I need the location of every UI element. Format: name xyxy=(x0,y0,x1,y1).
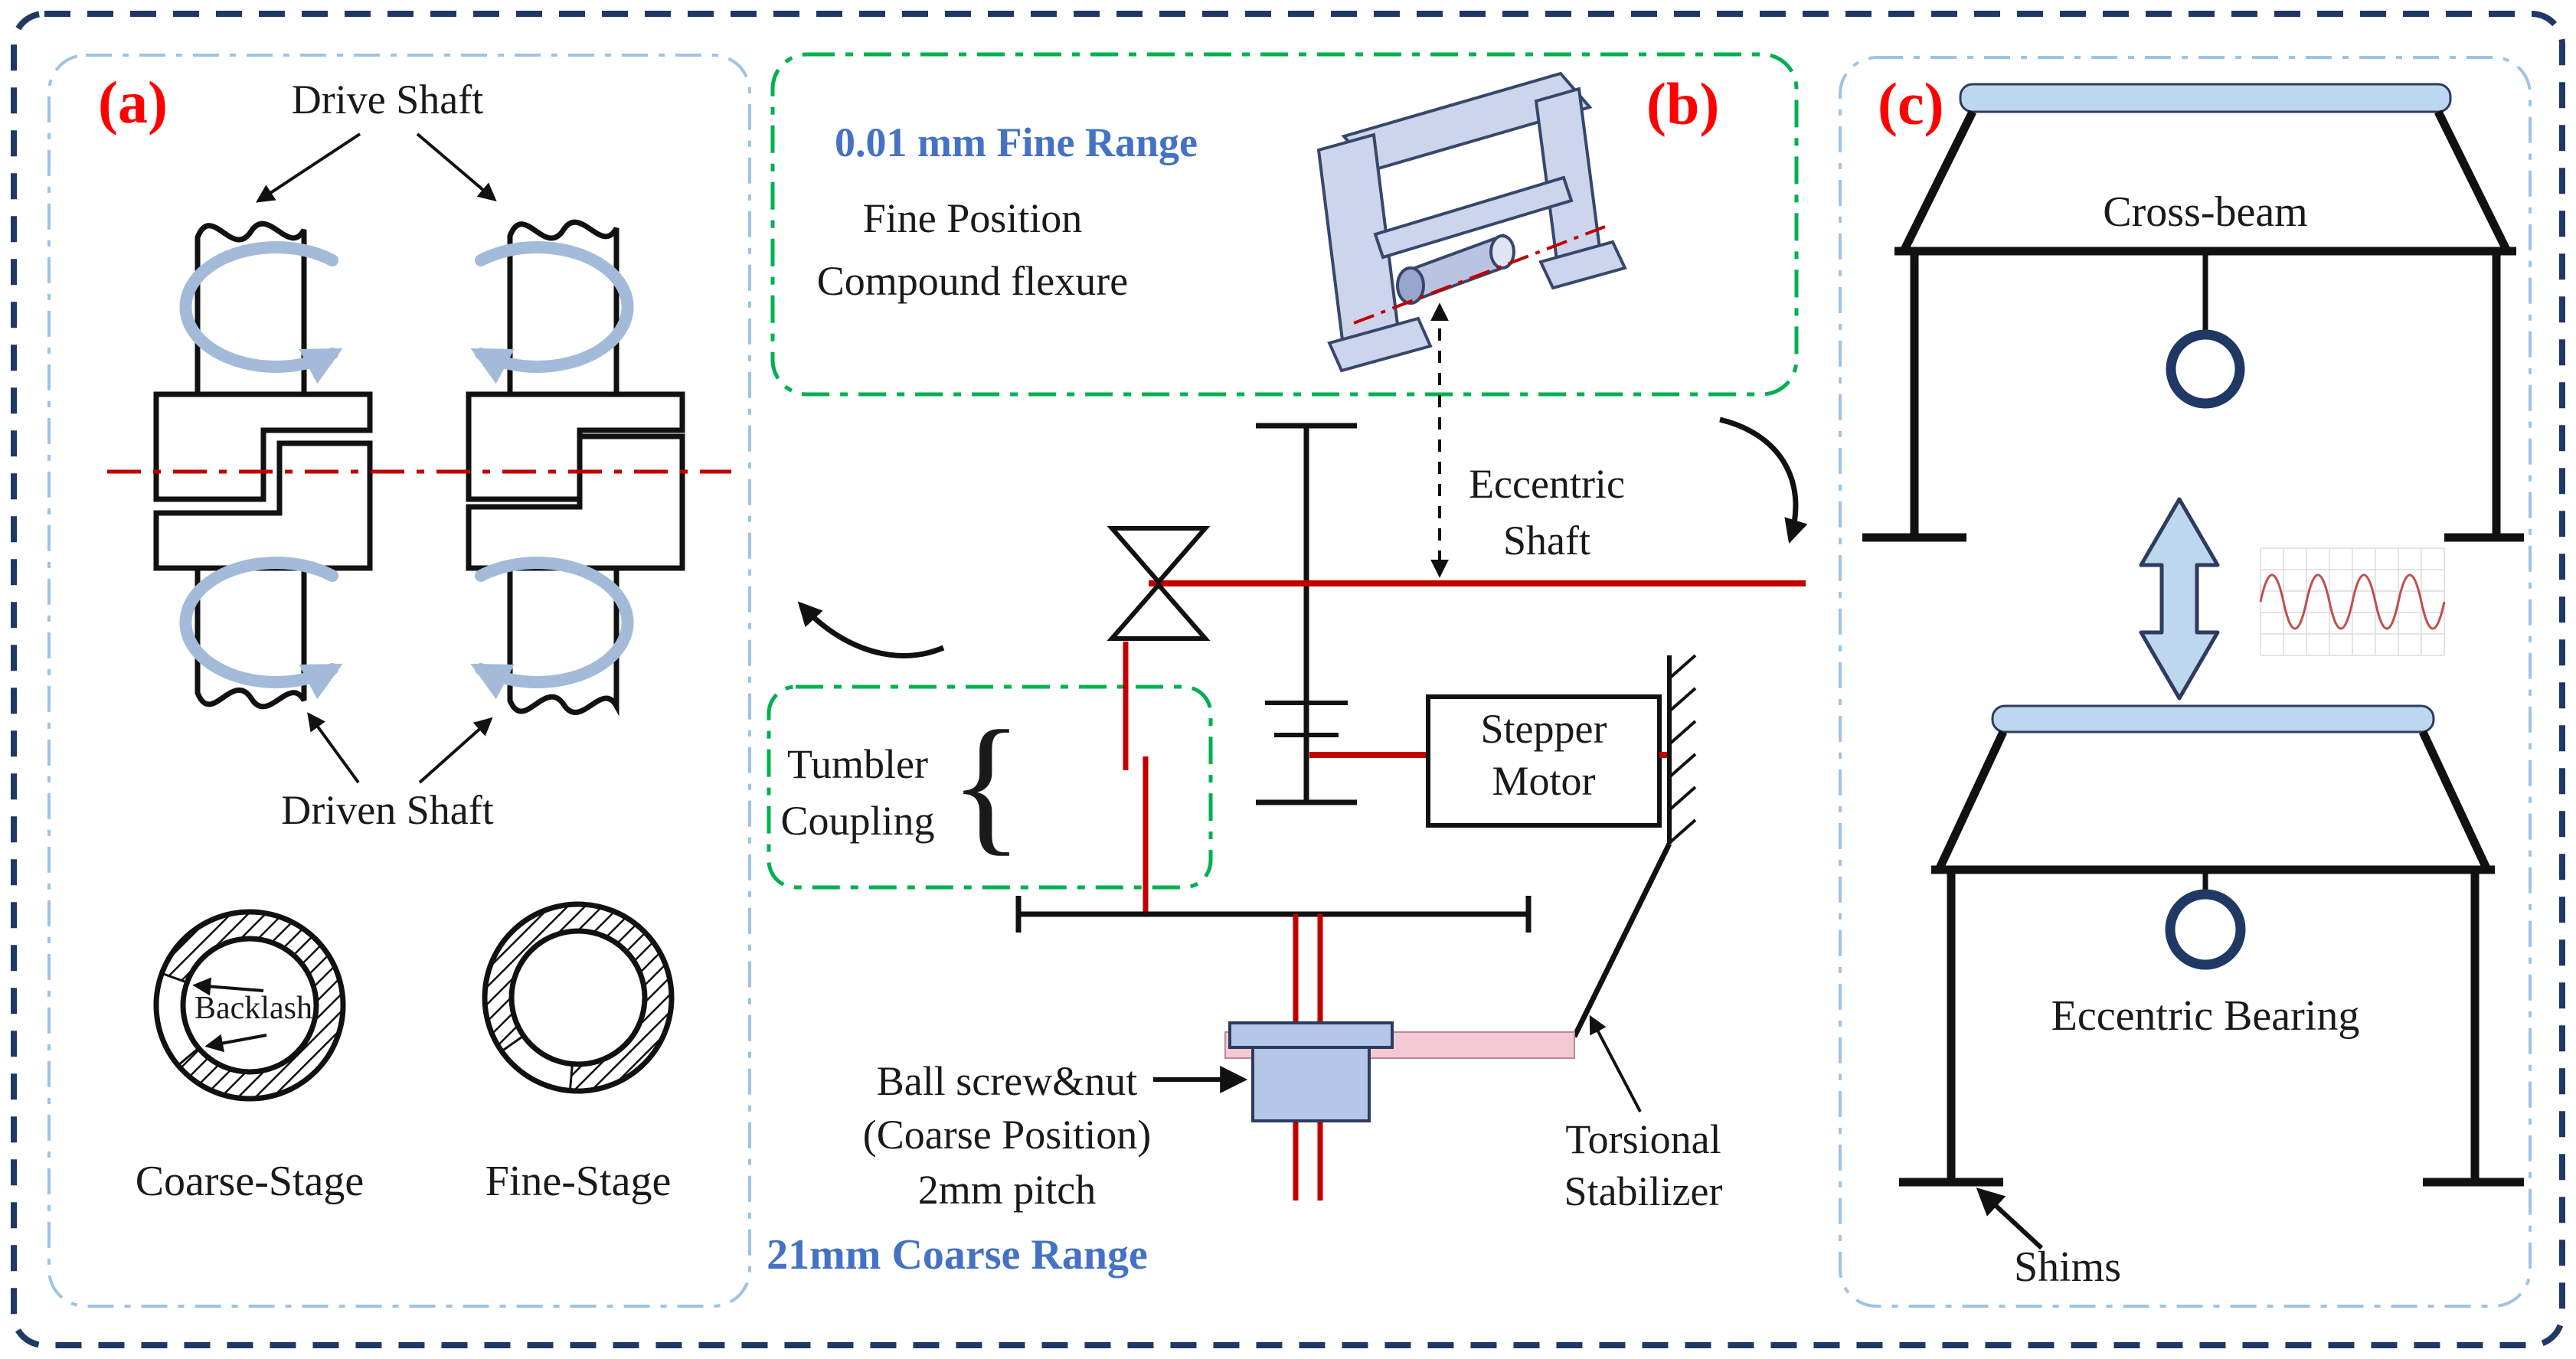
fine-coupling-drawing xyxy=(466,219,685,717)
panel-a-graphics xyxy=(47,54,751,1308)
eccentric-bearing-ring xyxy=(2165,889,2246,970)
tumbler-label-line2: Coupling xyxy=(780,798,935,844)
cylinder-end-left xyxy=(1396,266,1425,305)
coarse-coupling-drawing xyxy=(153,221,373,710)
fine-top-shaft xyxy=(507,219,619,394)
eccentric-shaft-label-line1: Eccentric xyxy=(1469,461,1625,507)
lower-crossbeam-structure xyxy=(1899,704,2524,1187)
upper-right-slant xyxy=(2434,109,2511,253)
rotation-arrow-icon xyxy=(470,557,634,700)
fine-stage-label: Fine-Stage xyxy=(485,1158,672,1205)
cylinder-end-right xyxy=(1489,234,1515,270)
driven-shaft-label: Driven Shaft xyxy=(281,787,494,833)
lower-top-bar xyxy=(1991,704,2435,733)
fine-range-label: 0.01 mm Fine Range xyxy=(835,119,1198,165)
torsional-stabilizer-bar xyxy=(1571,842,1672,1038)
rotation-arrow-icon xyxy=(470,241,634,384)
fixed-wall-hatching xyxy=(1667,654,1697,844)
panel-b-label: (b) xyxy=(1646,70,1720,137)
drive-shaft-arrow-left xyxy=(255,132,361,203)
ball-nut-flange xyxy=(1228,1021,1394,1049)
flexure-right-column xyxy=(1534,87,1603,269)
double-arrow-icon xyxy=(2139,497,2220,701)
drive-shaft-arrow-right xyxy=(416,132,497,202)
lower-left-slant xyxy=(1935,730,2007,872)
backlash-label: Backlash xyxy=(195,991,312,1026)
bevel-gear-upper xyxy=(1107,526,1211,586)
coarse-stage-ring xyxy=(153,909,346,1102)
ball-screw-label-line2: (Coarse Position) xyxy=(862,1112,1152,1158)
driven-shaft-arrow-right xyxy=(418,717,493,784)
cross-beam-label: Cross-beam xyxy=(2103,188,2308,236)
outer-dashed-border xyxy=(11,11,2565,1348)
fine-bottom-shaft xyxy=(507,568,619,717)
coarse-range-label: 21mm Coarse Range xyxy=(767,1231,1148,1279)
arrow-to-panel-a xyxy=(797,601,945,658)
backlash-arrow-lower xyxy=(204,1034,267,1053)
backlash-arrow-upper xyxy=(192,977,264,996)
flexure-crossbar xyxy=(1373,175,1574,260)
tumbler-brace: { xyxy=(950,700,1023,869)
coarse-bottom-shaft xyxy=(195,568,307,710)
ball-screw-label-line3: 2mm pitch xyxy=(917,1167,1097,1213)
panel-a-border xyxy=(47,54,751,1308)
torsional-label-line2: Stabilizer xyxy=(1564,1168,1723,1214)
compound-flexure-label: Compound flexure xyxy=(816,258,1129,304)
stepper-motor-label-line2: Motor xyxy=(1492,758,1596,804)
fine-stage-ring xyxy=(482,901,675,1094)
fine-lower-hub xyxy=(466,433,685,571)
coarse-inner-circle xyxy=(180,936,319,1075)
coarse-upper-hub xyxy=(153,391,373,502)
coarse-outer-circle xyxy=(153,909,346,1102)
fine-outer-circle xyxy=(482,901,675,1094)
sine-wave-curve xyxy=(2259,573,2446,630)
panel-c-label: (c) xyxy=(1878,70,1944,137)
ball-nut-body xyxy=(1251,1046,1371,1122)
fine-position-label: Fine Position xyxy=(862,195,1083,241)
eccentric-bearing-label: Eccentric Bearing xyxy=(2051,992,2360,1040)
shims-label: Shims xyxy=(2013,1243,2122,1291)
bevel-gear-lower xyxy=(1107,581,1211,641)
upper-crossbeam-structure xyxy=(1862,83,2524,542)
sine-wave-inset xyxy=(2259,547,2446,656)
compound-flexure-illustration xyxy=(1316,71,1627,373)
lower-right-slant xyxy=(2419,730,2491,872)
eccentric-shaft-label-line2: Shaft xyxy=(1503,518,1590,564)
shims-arrow xyxy=(1976,1187,2044,1250)
upper-top-bar xyxy=(1959,83,2452,113)
cylinder-axis-dashdot xyxy=(1353,225,1606,325)
tumbler-label-line1: Tumbler xyxy=(786,741,929,787)
driven-shaft-arrow-left xyxy=(307,712,360,784)
upper-bearing-ring xyxy=(2166,329,2245,409)
rotation-arrow-icon xyxy=(179,557,343,700)
stepper-motor-label-line1: Stepper xyxy=(1480,706,1607,752)
torsional-label-line1: Torsional xyxy=(1565,1116,1721,1162)
coarse-top-shaft xyxy=(195,221,307,394)
ball-screw-label-line1: Ball screw&nut xyxy=(876,1058,1138,1104)
stepper-motor-box xyxy=(1426,694,1662,828)
panel-a-label: (a) xyxy=(98,69,168,136)
gear-train-drawing xyxy=(1256,423,1357,805)
rotation-arrow-icon xyxy=(179,241,343,384)
fine-inner-circle xyxy=(508,928,648,1067)
panel-c-border xyxy=(1839,56,2532,1308)
torsional-stabilizer-arrow xyxy=(1589,1014,1642,1112)
panel-c-graphics xyxy=(1839,56,2532,1308)
flexure-right-foot xyxy=(1538,240,1627,290)
coarse-lower-hub xyxy=(153,440,373,571)
ball-screw-stage-drawing xyxy=(1015,896,1575,1201)
fine-range-box-border xyxy=(770,52,1799,397)
coarse-stage-label: Coarse-Stage xyxy=(135,1158,364,1205)
drive-shaft-label: Drive Shaft xyxy=(291,77,484,123)
panel-b-graphics xyxy=(767,52,1808,1201)
bevel-gear-icon xyxy=(1107,526,1211,641)
upper-left-slant xyxy=(1900,109,1976,253)
tumbler-box-border xyxy=(767,684,1213,890)
arrow-to-panel-c xyxy=(1719,417,1808,544)
